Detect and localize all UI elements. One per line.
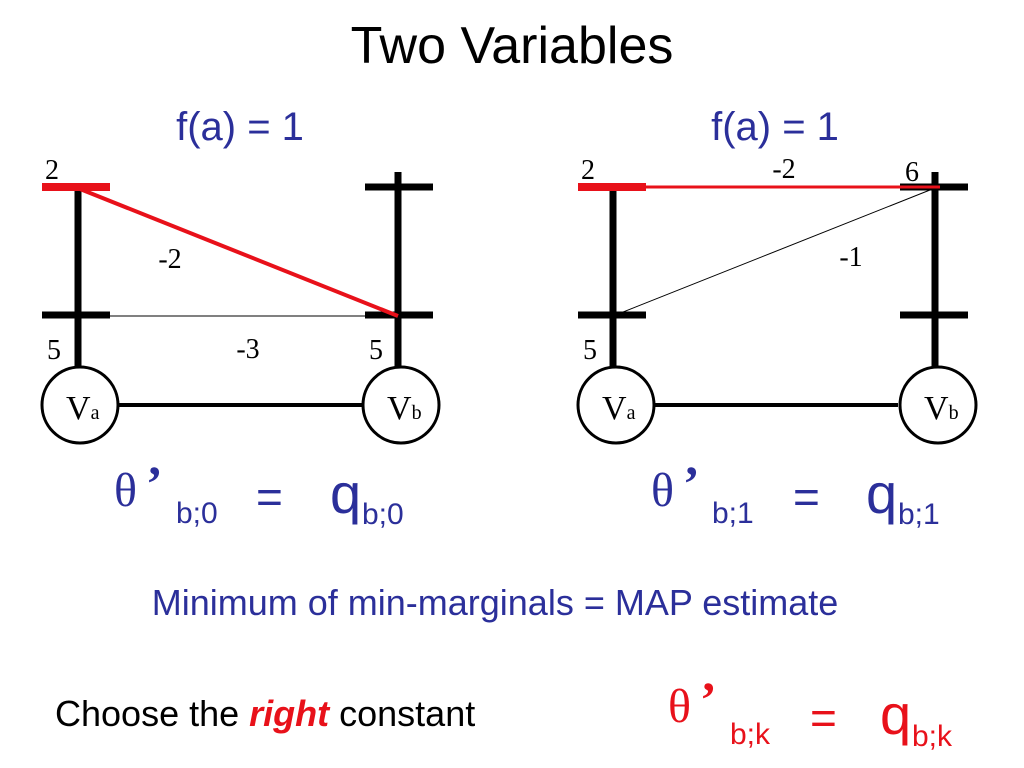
right-eq-prime: ’ [683, 455, 700, 511]
left-eq-rhs: q [330, 462, 361, 525]
left-label-b-bottom: 5 [369, 335, 383, 366]
left-node-a-label: Va [66, 390, 100, 427]
right-label-b-top: 6 [905, 157, 919, 188]
left-eq-rhs-sub: b;0 [362, 498, 404, 531]
left-label-a-top: 2 [45, 155, 59, 186]
right-edge-diagonal [612, 187, 936, 317]
right-label-a-top: 2 [581, 155, 595, 186]
right-diagram: f(a) = 1 2 5 6 -2 -1 Va Vb θ ’ b;1 = q b… [576, 105, 978, 531]
left-node-a [40, 365, 120, 445]
left-node-b-label: Vb [387, 390, 422, 427]
right-eq-rhs: q [866, 462, 897, 525]
right-node-a [576, 365, 656, 445]
left-edge-diagonal-weight: -2 [158, 244, 181, 275]
left-heading: f(a) = 1 [176, 105, 304, 149]
left-eq-lhs-sub: b;0 [176, 497, 218, 530]
right-eq-rhs-sub: b;1 [898, 498, 940, 531]
left-edge-diagonal [79, 187, 399, 318]
bottom-eq-rhs: q [880, 683, 911, 746]
right-eq-theta: θ [651, 464, 674, 517]
left-eq-equals: = [256, 471, 283, 523]
right-node-b [898, 365, 978, 445]
bottom-eq-theta: θ [668, 680, 691, 733]
right-heading: f(a) = 1 [711, 105, 839, 149]
left-eq-prime: ’ [146, 455, 163, 511]
choose-text: Choose the right constant [55, 693, 475, 734]
left-edge-horizontal-weight: -3 [236, 334, 259, 365]
left-diagram: f(a) = 1 2 5 5 -2 -3 Va Vb θ ’ b;0 = q b… [40, 105, 441, 531]
right-node-b-label: Vb [924, 390, 959, 427]
bottom-eq-prime: ’ [700, 671, 717, 727]
right-edge-top-weight: -2 [772, 154, 795, 185]
right-edge-diagonal-weight: -1 [839, 242, 862, 273]
left-eq-theta: θ [114, 464, 137, 517]
right-node-a-label: Va [602, 390, 636, 427]
left-label-a-bottom: 5 [47, 335, 61, 366]
slide-title: Two Variables [351, 17, 674, 75]
left-node-b [361, 365, 441, 445]
bottom-eq-lhs-sub: b;k [730, 718, 771, 751]
right-eq-lhs-sub: b;1 [712, 497, 754, 530]
bottom-eq-equals: = [810, 692, 837, 744]
right-label-a-bottom: 5 [583, 335, 597, 366]
bottom-equation: θ ’ b;k = q b;k [668, 671, 953, 753]
bottom-eq-rhs-sub: b;k [912, 720, 953, 753]
summary-text: Minimum of min-marginals = MAP estimate [152, 582, 839, 623]
right-eq-equals: = [793, 471, 820, 523]
